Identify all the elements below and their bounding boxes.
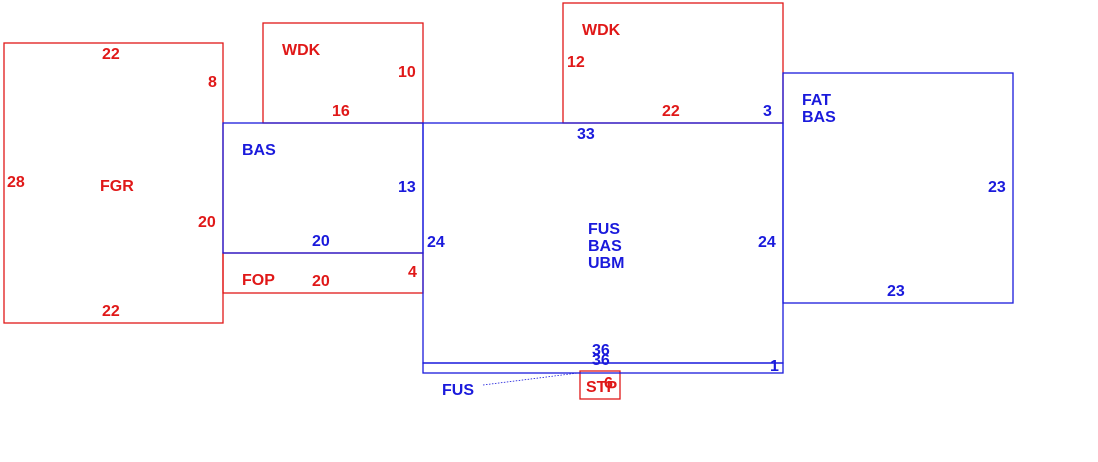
main-left-dimension: 24 — [427, 234, 445, 251]
bas-left-bottom-dimension: 20 — [312, 233, 330, 250]
bas-left-label: BAS — [242, 142, 276, 159]
stp-outline — [579, 370, 621, 400]
wdk-right-right-dimension: 3 — [763, 103, 772, 120]
fus-strip-top-dimension: 36 — [592, 352, 610, 369]
main-label-line-1: FUS — [588, 221, 620, 238]
fus-strip-outline — [422, 362, 784, 374]
fgr-bottom-dimension: 22 — [102, 303, 120, 320]
wdk-right-label: WDK — [582, 22, 621, 39]
stp-dimension: 6 — [604, 375, 613, 392]
fgr-right-upper-dimension: 8 — [208, 74, 217, 91]
fat-label-line-1: FAT — [802, 92, 832, 109]
fat-bas-outline — [782, 72, 1014, 304]
fgr-right-lower-dimension: 20 — [198, 214, 216, 231]
fat-right-dimension: 23 — [988, 179, 1006, 196]
fat-label-line-2: BAS — [802, 109, 836, 126]
fus-strip-right-dimension: 1 — [770, 358, 779, 375]
wdk-right-bottom-dimension: 22 — [662, 103, 680, 120]
fop-bottom-dimension: 20 — [312, 273, 330, 290]
main-label-line-2: BAS — [588, 238, 622, 255]
fus-leader-line — [482, 372, 579, 386]
bas-left-right-dimension: 13 — [398, 179, 416, 196]
fgr-label: FGR — [100, 178, 134, 195]
main-right-dimension: 24 — [758, 234, 776, 251]
main-top-dimension: 33 — [577, 126, 595, 143]
main-bottom-dimension: 36 — [592, 342, 610, 359]
wdk-left-bottom-dimension: 16 — [332, 103, 350, 120]
fgr-top-dimension: 22 — [102, 46, 120, 63]
main-label-line-3: UBM — [588, 255, 625, 272]
fus-strip-label: FUS — [442, 382, 474, 399]
fop-label: FOP — [242, 272, 275, 289]
wdk-left-label: WDK — [282, 42, 321, 59]
fgr-left-dimension: 28 — [7, 174, 25, 191]
wdk-left-right-dimension: 10 — [398, 64, 416, 81]
stp-label: STP — [586, 379, 618, 396]
wdk-right-left-dimension: 12 — [567, 54, 585, 71]
fop-right-dimension: 4 — [408, 264, 417, 281]
fat-bottom-dimension: 23 — [887, 283, 905, 300]
